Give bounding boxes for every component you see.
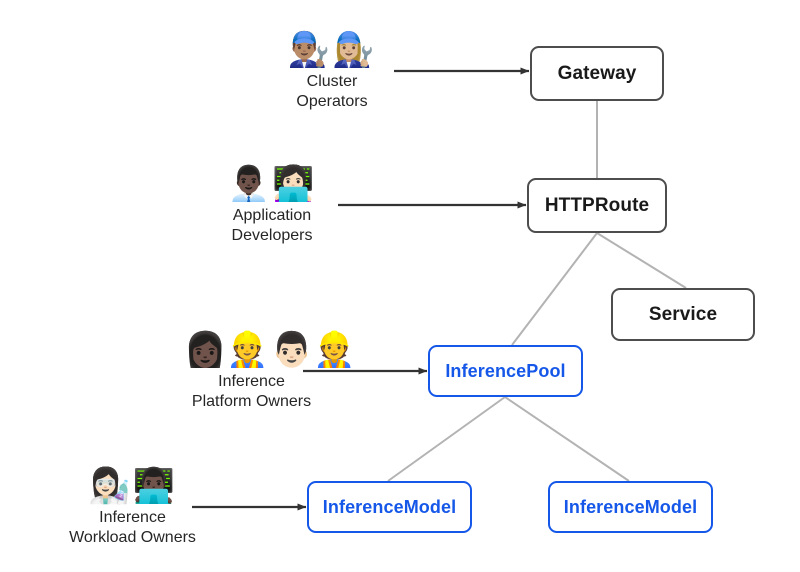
connector-httproute-to-inferencepool [511, 232, 598, 346]
woman-construction-worker-and-man-construction-worker-icon: 👩🏿‍👷👨🏻‍👷 [184, 331, 358, 369]
node-label: InferencePool [445, 360, 566, 381]
node-inferencemodel-right[interactable]: InferenceModel [548, 481, 713, 533]
connector-inferencepool-to-model-left [387, 396, 506, 482]
node-httproute[interactable]: HTTPRoute [527, 178, 667, 233]
actor-label-line2: Operators [296, 93, 368, 110]
node-inferencepool[interactable]: InferencePool [428, 345, 583, 397]
actor-label-line2: Platform Owners [191, 393, 312, 410]
connector-httproute-to-service [596, 232, 687, 289]
actor-label-line1: Application [232, 207, 312, 224]
woman-scientist-and-man-technologist-icon: 👩🏻‍🔬👨🏿‍💻 [88, 467, 177, 505]
connector-inferencepool-to-model-right [504, 396, 630, 482]
man-office-worker-and-woman-technologist-icon: 👨🏿‍💼👩🏻‍💻 [227, 165, 317, 203]
node-service[interactable]: Service [611, 288, 755, 341]
node-gateway[interactable]: Gateway [530, 46, 664, 101]
actor-label-line1: Cluster [306, 73, 358, 90]
actor-label-line1: Inference [218, 373, 285, 390]
actor-label-line2: Workload Owners [69, 529, 196, 546]
node-label: InferenceModel [322, 496, 457, 517]
node-inferencemodel-left[interactable]: InferenceModel [307, 481, 472, 533]
node-label: HTTPRoute [544, 194, 650, 216]
node-label: Gateway [557, 62, 637, 84]
node-label: Service [648, 303, 718, 325]
man-mechanic-and-woman-mechanic-icon: 👨🏽‍🔧👩🏼‍🔧 [287, 31, 377, 69]
node-label: InferenceModel [563, 496, 698, 517]
hierarchy-connectors [387, 101, 687, 482]
actor-label-line2: Developers [231, 227, 313, 244]
persona-arrows [192, 67, 530, 511]
actor-label-line1: Inference [99, 509, 166, 526]
